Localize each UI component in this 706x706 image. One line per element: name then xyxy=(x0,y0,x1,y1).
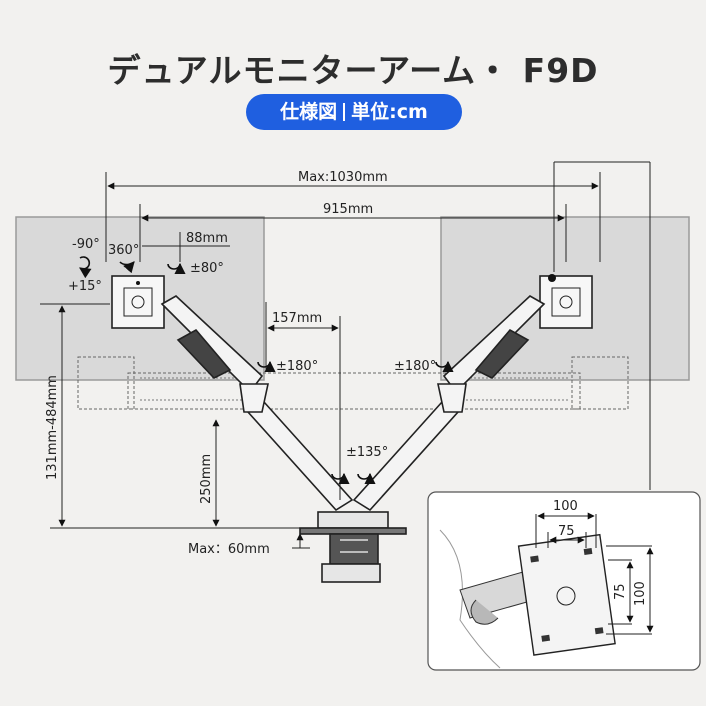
vesa-detail-inset: 100 75 75 100 xyxy=(427,491,701,671)
tilt-down-label: +15° xyxy=(68,279,102,294)
arm-offset-label: 157mm xyxy=(272,311,322,326)
max-width-label: Max:1030mm xyxy=(298,170,388,185)
right-arm-rotation-label: ±180° xyxy=(394,359,436,374)
inset-outer-vertical-label: 100 xyxy=(633,581,648,606)
clamp-max-label: Max：60mm xyxy=(188,542,270,557)
inset-inner-vertical-label: 75 xyxy=(613,583,628,600)
base-rotation-label: ±135° xyxy=(346,445,388,460)
left-lower-arm xyxy=(239,383,354,512)
swivel-label: 360° xyxy=(108,243,139,258)
inset-inner-horizontal-label: 75 xyxy=(558,524,575,539)
lowered-position-outline xyxy=(77,356,629,410)
pan-label: ±80° xyxy=(190,261,224,276)
vesa-offset-label: 88mm xyxy=(186,231,228,246)
right-vesa-plate xyxy=(539,274,593,329)
pole-height-label: 250mm xyxy=(199,454,214,504)
right-lower-arm xyxy=(352,383,467,512)
badge-unit-label: 単位:cm xyxy=(351,101,428,123)
lowered-arm-outline xyxy=(140,377,570,401)
left-arm-rotation-label: ±180° xyxy=(276,359,318,374)
width-label: 915mm xyxy=(323,202,373,217)
badge-divider xyxy=(343,103,346,121)
unit-badge: 仕様図単位:cm xyxy=(246,94,462,130)
height-range-label: 131mm-484mm xyxy=(45,375,60,480)
tilt-up-label: -90° xyxy=(72,237,100,252)
page-title: デュアルモニターアーム・ F9D xyxy=(107,51,599,90)
left-upper-arm xyxy=(160,295,264,394)
desk-clamp xyxy=(299,511,407,583)
right-upper-arm xyxy=(442,295,546,394)
left-vesa-plate xyxy=(111,275,165,329)
badge-spec-label: 仕様図 xyxy=(280,101,338,123)
inset-outer-horizontal-label: 100 xyxy=(553,499,578,514)
